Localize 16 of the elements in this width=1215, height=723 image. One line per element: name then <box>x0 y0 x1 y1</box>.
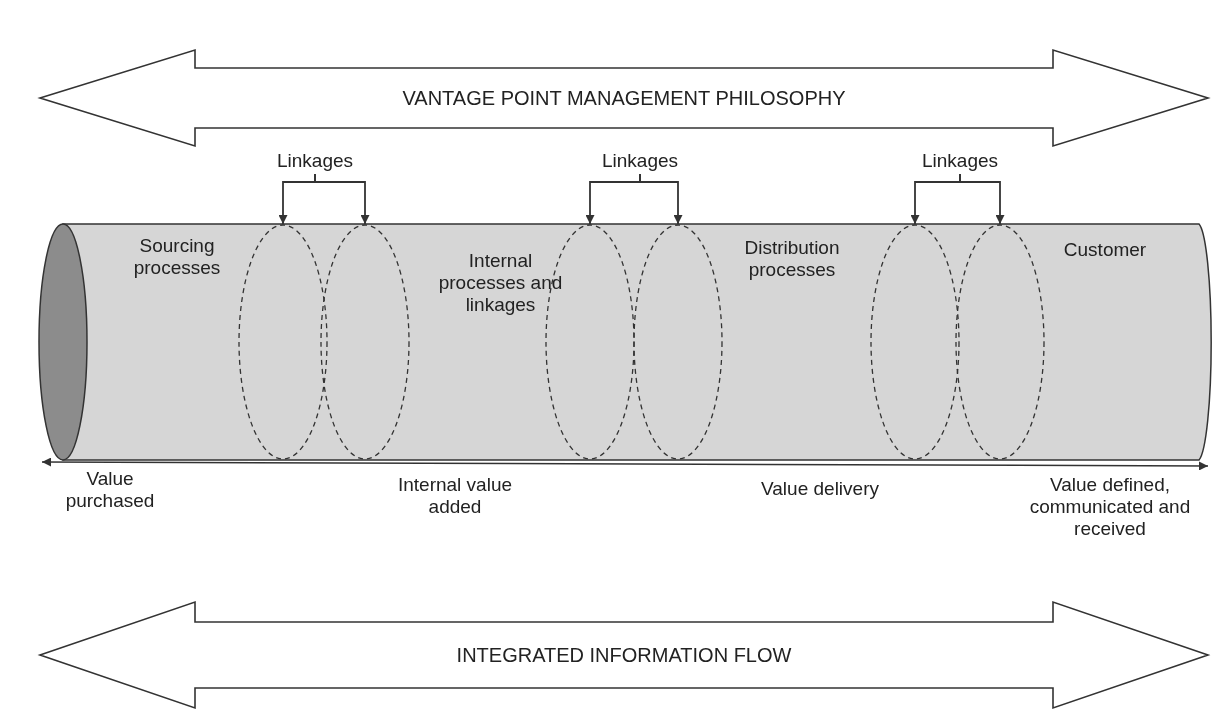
band-title: INTEGRATED INFORMATION FLOW <box>456 643 792 667</box>
stage-label: Value delivery <box>760 478 880 500</box>
linkage-arrow <box>314 173 370 225</box>
band-title: VANTAGE POINT MANAGEMENT PHILOSOPHY <box>402 86 846 110</box>
node-label: Distribution processes <box>743 237 841 281</box>
node-label: Customer <box>1063 239 1147 261</box>
node-label: Sourcing processes <box>132 235 222 279</box>
node-label: Linkages <box>601 150 679 172</box>
stage-label: Value defined, communicated and received <box>1028 474 1192 540</box>
stage-label: Internal value added <box>396 474 514 518</box>
linkage-arrow <box>639 173 683 225</box>
node-label: Internal processes and linkages <box>438 250 563 316</box>
node-label: Linkages <box>276 150 354 172</box>
node-label: Linkages <box>921 150 999 172</box>
stage-label: Value purchased <box>64 468 156 512</box>
linkage-arrow <box>959 173 1005 225</box>
